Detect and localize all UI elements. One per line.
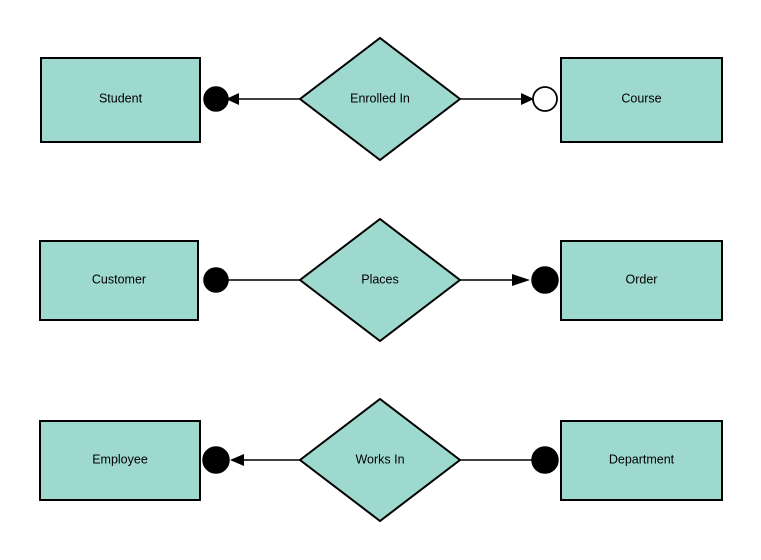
cardinality-filled-circle-order <box>531 266 559 294</box>
entity-box-department[interactable] <box>560 420 723 501</box>
relationship-diamond-enrolled-in[interactable] <box>298 36 462 162</box>
relationship-diamond-works-in[interactable] <box>298 397 462 523</box>
entity-label-employee: Employee <box>92 452 148 466</box>
entity-label-order: Order <box>626 272 658 286</box>
arrow-head-toward-student <box>226 93 239 105</box>
entity-box-student[interactable] <box>40 57 201 143</box>
relationship-row-places: Customer Places Order <box>39 217 723 343</box>
relationship-label-works-in: Works In <box>355 452 404 466</box>
entity-label-department: Department <box>609 452 675 466</box>
relationship-row-works-in: Employee Works In Department <box>39 397 723 523</box>
cardinality-filled-circle-employee <box>202 446 230 474</box>
relationship-label-enrolled-in: Enrolled In <box>350 91 410 105</box>
arrow-head-toward-order <box>512 274 530 286</box>
cardinality-open-circle-course <box>532 86 558 112</box>
relationship-label-places: Places <box>361 272 399 286</box>
cardinality-filled-circle-student <box>203 86 229 112</box>
cardinality-filled-circle-department <box>531 446 559 474</box>
entity-box-employee[interactable] <box>39 420 201 501</box>
entity-box-course[interactable] <box>560 57 723 143</box>
relationship-row-enrolled-in: Student Enrolled In Course <box>40 36 723 162</box>
entity-box-customer[interactable] <box>39 240 199 321</box>
cardinality-filled-circle-customer <box>203 267 229 293</box>
entity-label-course: Course <box>621 91 661 105</box>
arrow-head-toward-course <box>521 93 534 105</box>
arrow-head-toward-employee <box>230 454 244 466</box>
entity-label-customer: Customer <box>92 272 146 286</box>
entity-label-student: Student <box>99 91 143 105</box>
entity-box-order[interactable] <box>560 240 723 321</box>
relationship-diamond-places[interactable] <box>298 217 462 343</box>
